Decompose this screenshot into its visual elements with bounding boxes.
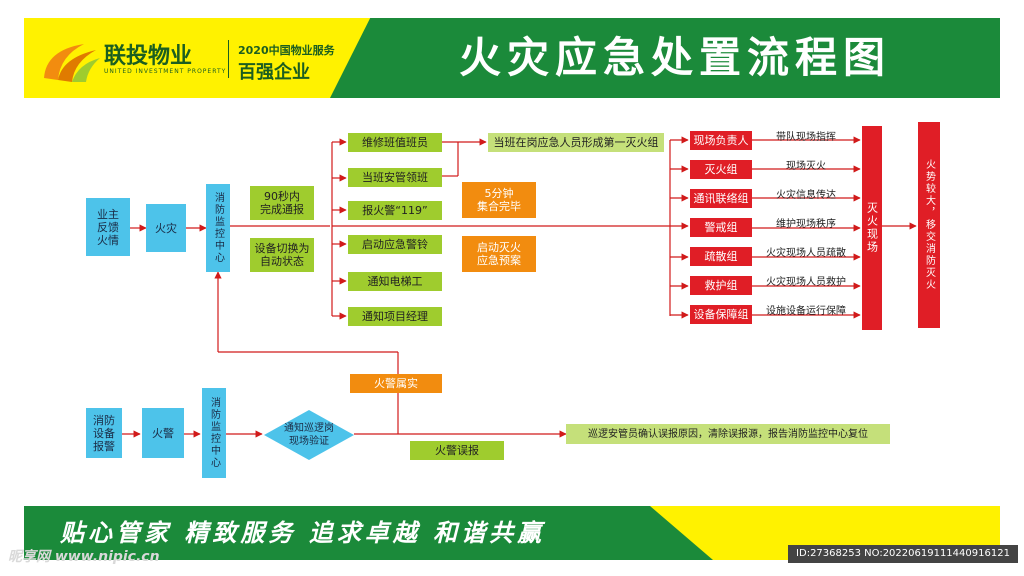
logo-name: 联投物业 xyxy=(104,44,193,69)
device-alarm-box: 消防 设备 报警 xyxy=(86,408,122,458)
start-plan-box: 启动灭火 应急预案 xyxy=(462,236,536,272)
duty-evacuate: 火灾现场人员疏散 xyxy=(766,247,846,259)
badge-line2: 百强企业 xyxy=(238,62,310,83)
action-call-119: 报火警“119” xyxy=(348,201,442,220)
assemble-5min-box: 5分钟 集合完毕 xyxy=(462,182,536,218)
false-action-box: 巡逻安管员确认误报原因，清除误报源，报告消防监控中心复位 xyxy=(566,424,890,444)
logo-english: UNITED INVESTMENT PROPERTY xyxy=(104,68,227,75)
team-site-leader: 现场负责人 xyxy=(690,131,752,150)
action-notify-manager: 通知项目经理 xyxy=(348,307,442,326)
duty-extinguish: 现场灭火 xyxy=(786,160,826,172)
false-alarm-box: 火警误报 xyxy=(410,441,504,460)
team-equipment: 设备保障组 xyxy=(690,305,752,324)
logo-divider xyxy=(228,40,229,78)
header-green-band xyxy=(330,18,1000,98)
team-fire-fighting: 灭火组 xyxy=(690,160,752,179)
action-start-alarm: 启动应急警铃 xyxy=(348,235,442,254)
duty-rescue: 火灾现场人员救护 xyxy=(766,276,846,288)
confirmed-box: 火警属实 xyxy=(350,374,442,393)
footer-slogan: 贴心管家 精致服务 追求卓越 和谐共赢 xyxy=(60,519,546,547)
handover-box: 火势较大，移交消防灭火 xyxy=(918,122,940,328)
watermark-site: 昵享网 www.nipic.cn xyxy=(8,549,160,565)
owner-report-box: 业主 反馈 火情 xyxy=(86,198,130,256)
device-switch-box: 设备切换为 自动状态 xyxy=(250,238,314,272)
fire-alarm-box: 火警 xyxy=(142,408,184,458)
team-rescue: 救护组 xyxy=(690,276,752,295)
duty-equipment: 设施设备运行保障 xyxy=(766,305,846,317)
duty-relay-info: 火灾信息传达 xyxy=(776,189,836,201)
monitor-center-bottom-box: 消防监控中心 xyxy=(202,388,226,478)
badge-line1: 2020中国物业服务 xyxy=(238,44,335,57)
notify-90s-box: 90秒内 完成通报 xyxy=(250,186,314,220)
action-security-lead: 当班安管领班 xyxy=(348,168,442,187)
duty-command: 带队现场指挥 xyxy=(776,131,836,143)
action-notify-elevator: 通知电梯工 xyxy=(348,272,442,291)
team-evacuation: 疏散组 xyxy=(690,247,752,266)
team-communication: 通讯联络组 xyxy=(690,189,752,208)
fire-box: 火灾 xyxy=(146,204,186,252)
monitor-center-box: 消防监控中心 xyxy=(206,184,230,272)
first-fire-team-box: 当班在岗应急人员形成第一灭火组 xyxy=(488,133,664,152)
watermark-id: ID:27368253 NO:20220619111440916121 xyxy=(788,545,1018,563)
action-maintenance-duty: 维修班值班员 xyxy=(348,133,442,152)
diagram-frame xyxy=(24,18,1000,560)
team-cordon: 警戒组 xyxy=(690,218,752,237)
duty-order: 维护现场秩序 xyxy=(776,218,836,230)
fire-scene-box: 灭火现场 xyxy=(862,126,882,330)
page-title: 火灾应急处置流程图 xyxy=(458,33,891,82)
